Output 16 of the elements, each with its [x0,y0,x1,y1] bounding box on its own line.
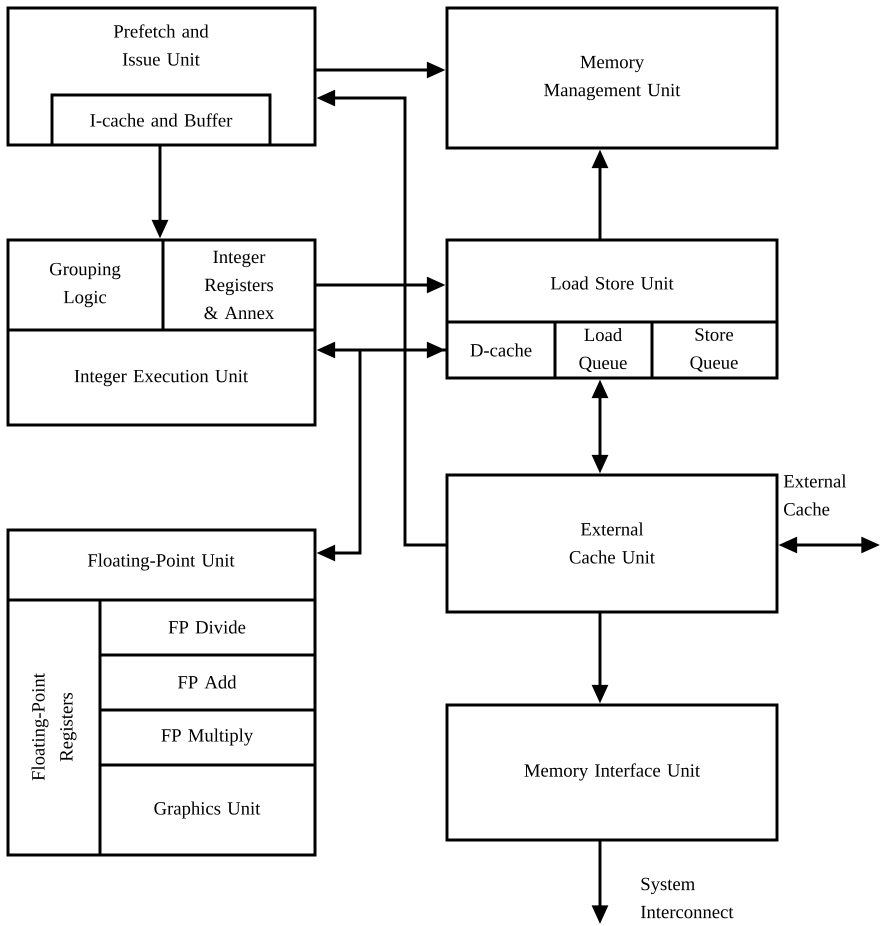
queue-box: Store Queue [650,320,778,380]
unit-box: Memory Management Unit [446,6,778,150]
queue-box: Load Queue [554,320,654,380]
logic-box: Grouping Logic [6,238,164,332]
fp-unit-box: FP Multiply [98,708,316,766]
unit-box: External Cache Unit [446,474,778,614]
fp-unit-box: FP Divide [98,598,316,656]
fp-unit-box: Graphics Unit [98,764,316,856]
unit-box: Memory Interface Unit [446,704,778,842]
fp-unit-box: FP Add [98,654,316,712]
cache-box: I-cache and Buffer [50,94,272,146]
register-box: Integer Registers & Annex [162,238,316,332]
cache-box: D-cache [446,320,556,380]
note-text: System Interconnect [640,878,734,918]
register-box: Floating-Point Registers [6,598,102,856]
unit-box: Integer Execution Unit [6,328,316,426]
